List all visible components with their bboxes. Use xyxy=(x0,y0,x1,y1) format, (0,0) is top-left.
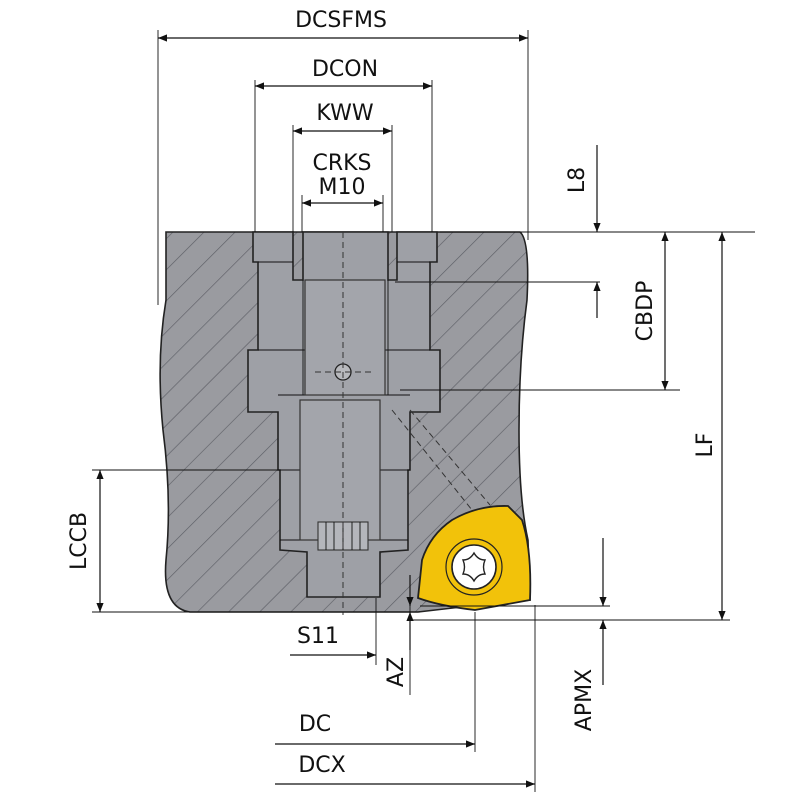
cutting-insert xyxy=(417,505,532,611)
label-lf: LF xyxy=(693,433,718,458)
coolant-channel xyxy=(299,399,381,541)
label-s11: S11 xyxy=(297,624,339,649)
dimension-labels: DCSFMS DCON KWW CRKS M10 L8 CBDP LF LCCB… xyxy=(67,8,718,778)
label-cbdp: CBDP xyxy=(633,281,658,342)
extension-lines xyxy=(92,30,755,792)
coolant-dash-2 xyxy=(409,409,491,506)
coolant-dash-1 xyxy=(391,409,481,521)
dimension-arrows xyxy=(96,34,726,788)
label-apmx: APMX xyxy=(572,669,597,731)
label-dcx: DCX xyxy=(298,753,345,778)
label-lccb: LCCB xyxy=(67,512,92,570)
label-l8: L8 xyxy=(565,167,590,193)
label-dc: DC xyxy=(299,712,331,737)
label-kww: KWW xyxy=(316,101,373,126)
label-crks: CRKS xyxy=(312,151,371,176)
label-dcsfms: DCSFMS xyxy=(295,8,387,33)
cutter-body xyxy=(159,231,531,615)
label-dcon: DCON xyxy=(312,57,378,82)
torx-recess xyxy=(461,551,487,583)
label-m10: M10 xyxy=(319,175,366,200)
label-az: AZ xyxy=(384,657,409,687)
